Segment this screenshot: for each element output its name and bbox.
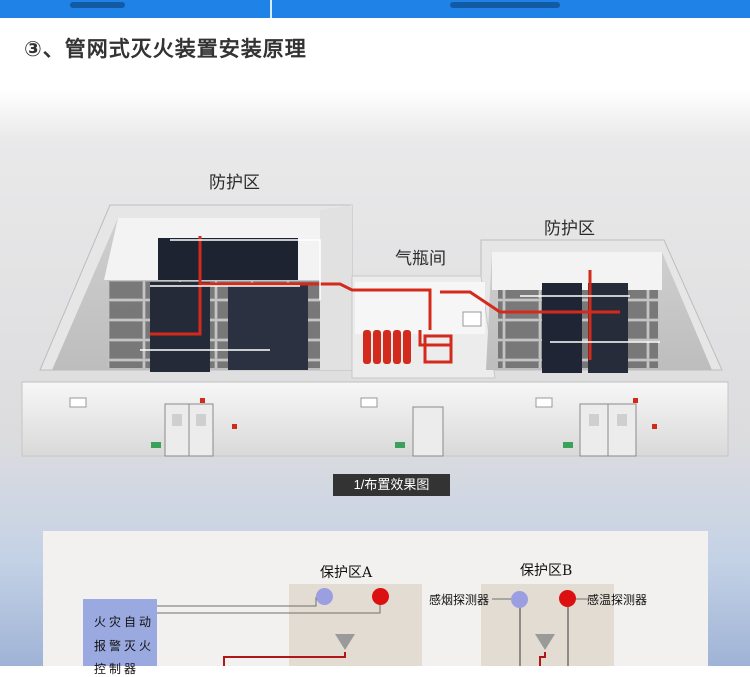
zone-b-box [481, 584, 614, 666]
smoke-detector-b [511, 591, 528, 608]
section-heading: ③、管网式灭火装置安装原理 [24, 37, 307, 61]
server-racks-right [542, 283, 628, 373]
heat-detector-b [559, 590, 576, 607]
controller-label-line-1: 火灾自动 [94, 615, 155, 629]
zone-a-box [289, 584, 422, 666]
zone-label-right: 防护区 [544, 219, 595, 239]
wall-alarm-devices [69, 397, 657, 448]
nozzle-a [335, 634, 355, 650]
door-right [579, 403, 637, 457]
banner-divider [270, 0, 272, 18]
detector-wiring [140, 239, 660, 351]
zone-label-cylinder-room: 气瓶间 [395, 249, 446, 269]
zone-a-label: 保护区A [320, 565, 373, 581]
figure-caption: 1/布置效果图 [333, 474, 450, 496]
smoke-detector-a [316, 588, 333, 605]
zone-b-label: 保护区B [520, 563, 573, 579]
controller-label-line-2: 报警灭火 [94, 639, 155, 653]
banner-text-fragment [450, 2, 560, 8]
top-banner [0, 0, 750, 18]
controller-label-line-3: 控制器 [94, 662, 140, 676]
nozzle-b [535, 634, 555, 650]
layout-illustration [21, 204, 729, 457]
banner-text-fragment [70, 2, 125, 8]
pipe-network [150, 236, 620, 360]
heat-detector-a [372, 588, 389, 605]
fire-alarm-controller: 火灾自动 报警灭火 控制器 [83, 599, 157, 676]
gas-cylinders [363, 311, 482, 364]
smoke-detector-label: 感烟探测器 [429, 593, 490, 607]
left-room-side-wall [320, 205, 352, 370]
heat-detector-label: 感温探测器 [587, 593, 648, 607]
door-left [164, 403, 214, 457]
door-middle [412, 406, 444, 457]
zone-label-left: 防护区 [209, 173, 260, 193]
right-room-back-wall [492, 252, 662, 290]
